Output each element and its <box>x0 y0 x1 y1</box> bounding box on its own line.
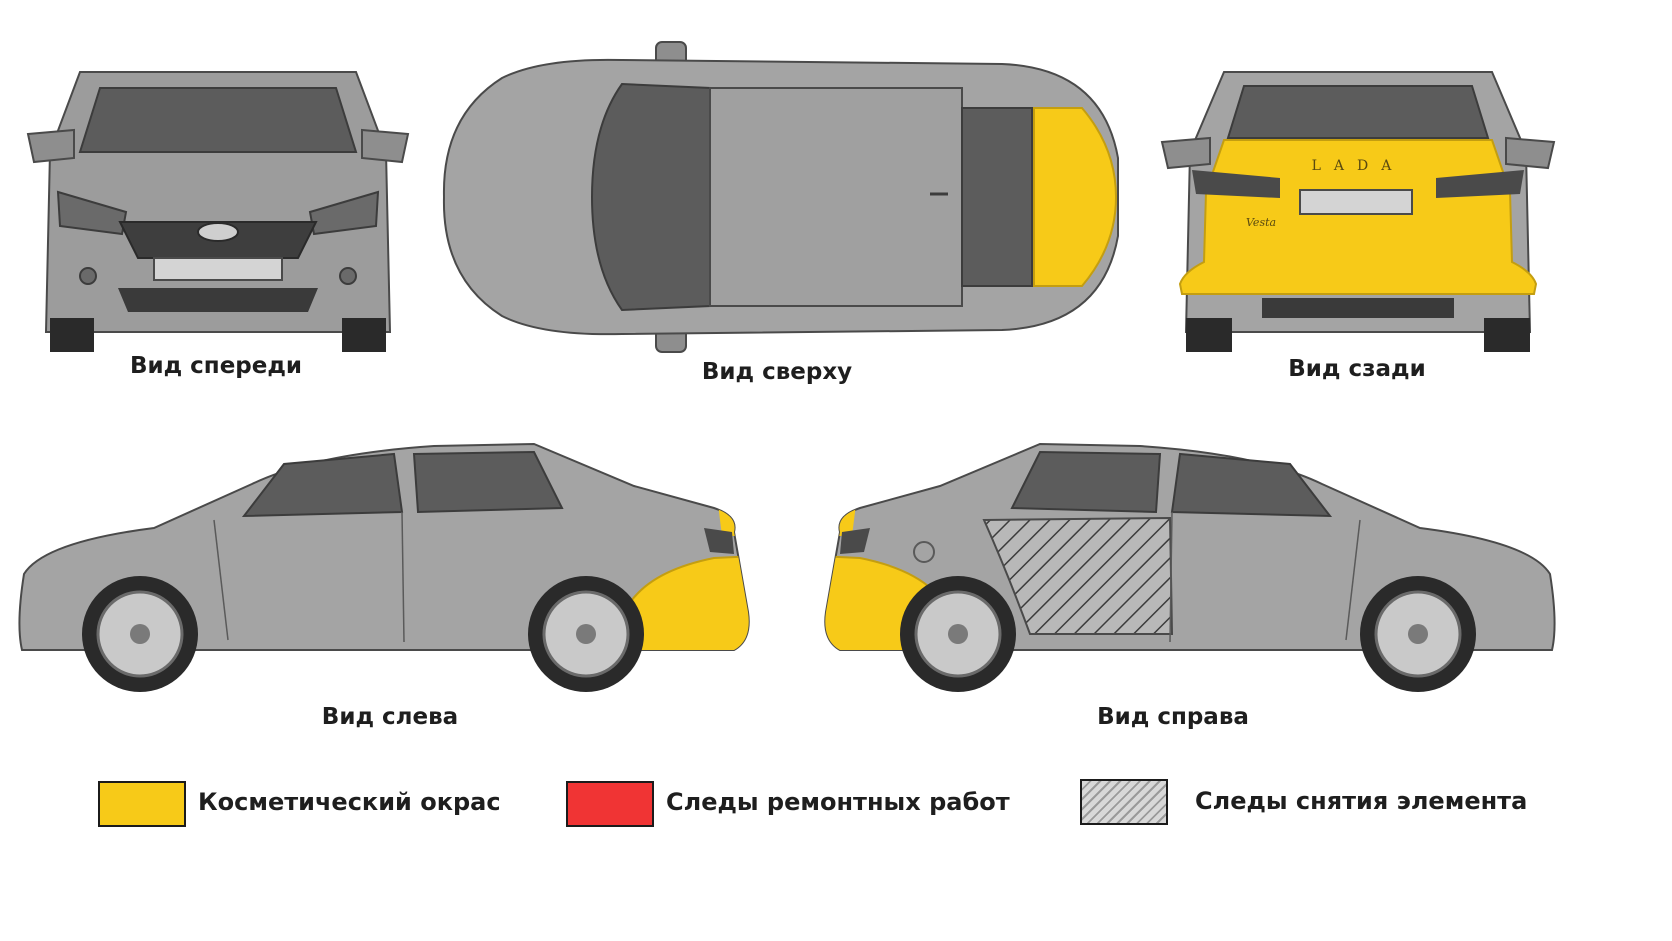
legend-swatch-repair-traces <box>566 781 654 827</box>
rear-model-badge: Vesta <box>1246 216 1277 229</box>
legend-label-removal-traces: Следы снятия элемента <box>1195 787 1528 815</box>
front-view-label: Вид спереди <box>129 353 303 379</box>
legend-label-cosmetic-paint: Косметический окрас <box>198 788 501 816</box>
front-view <box>18 62 418 357</box>
left-view-label: Вид слева <box>321 704 459 730</box>
top-view <box>442 38 1124 356</box>
right-view-label: Вид справа <box>1097 704 1249 730</box>
rear-brand-badge: LADA <box>1311 158 1405 174</box>
legend-swatch-removal-traces <box>1080 779 1168 825</box>
legend-swatch-cosmetic-paint <box>98 781 186 827</box>
rear-view: LADA Vesta <box>1152 62 1564 357</box>
left-view <box>14 424 754 700</box>
right-view <box>808 424 1560 700</box>
legend-label-repair-traces: Следы ремонтных работ <box>666 788 1010 816</box>
rear-view-label: Вид сзади <box>1288 356 1426 382</box>
top-view-label: Вид сверху <box>701 359 853 385</box>
